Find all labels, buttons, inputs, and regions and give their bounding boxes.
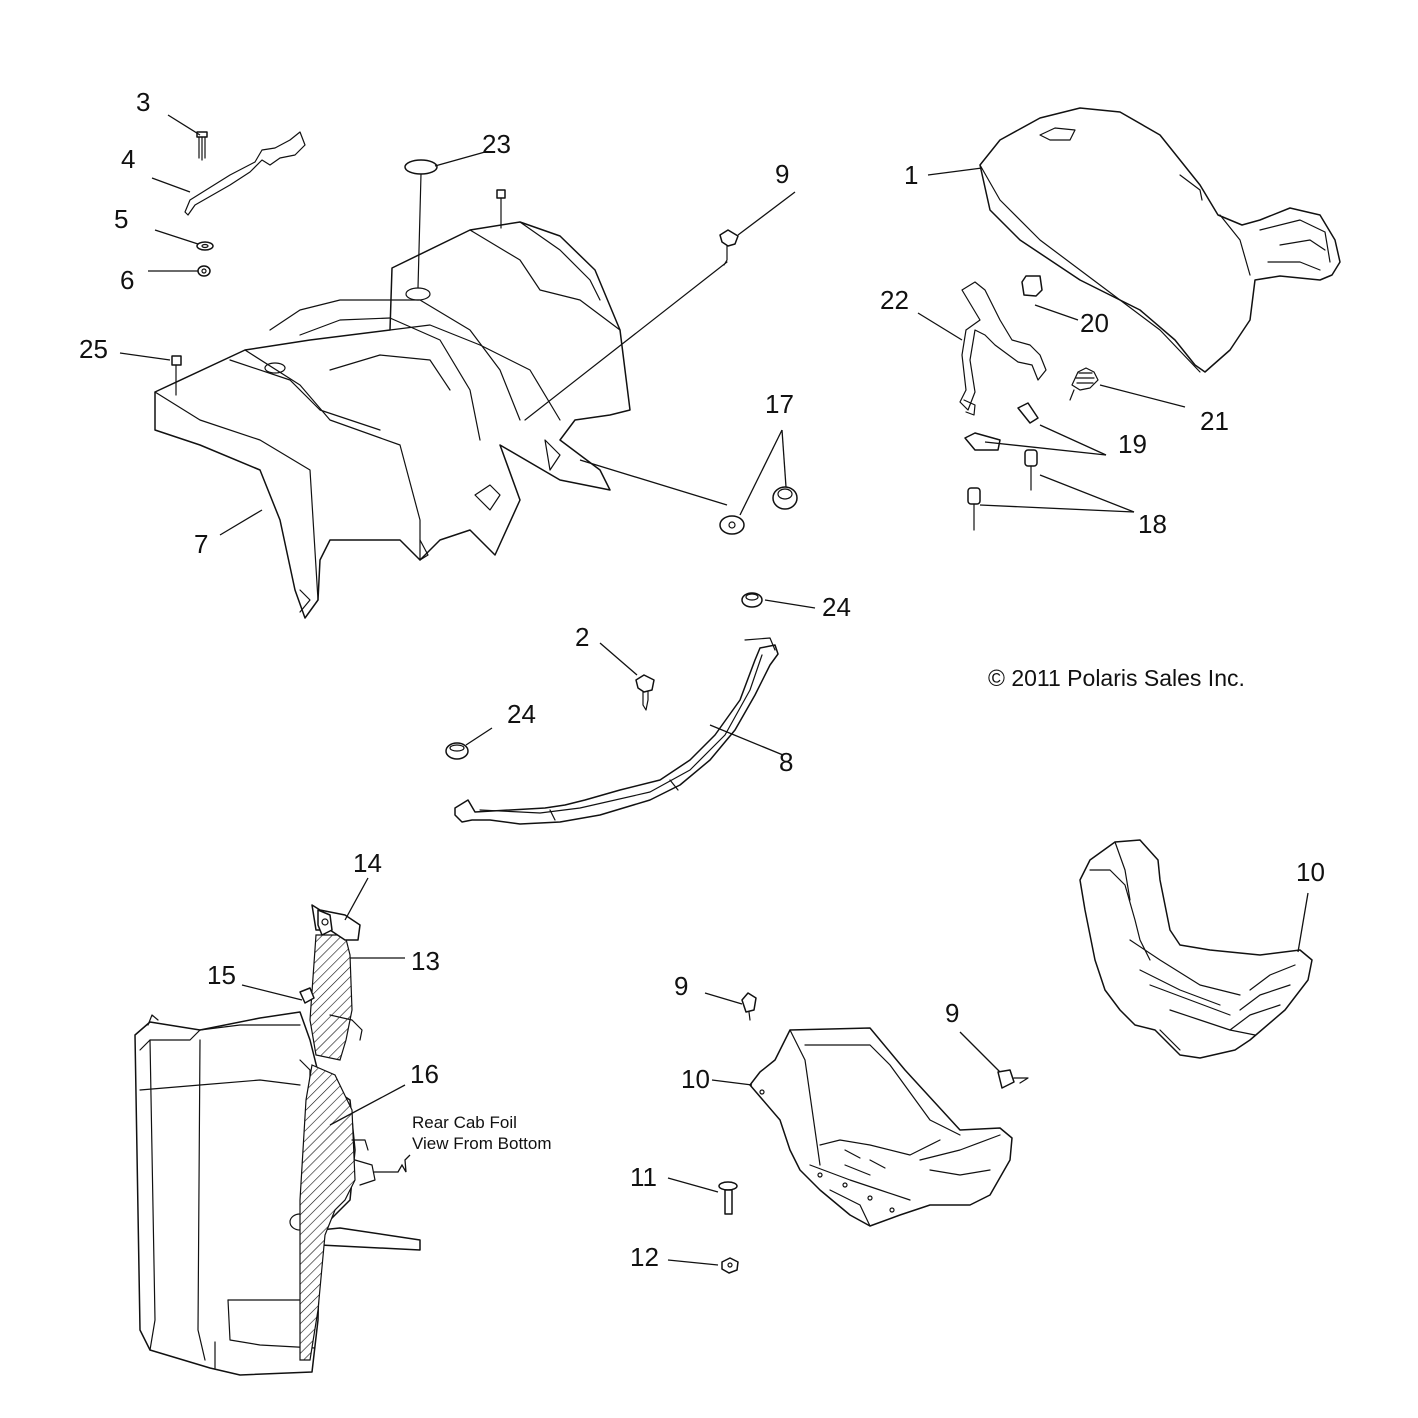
bracket-part-4 [184,131,306,216]
rivet-part-3 [196,131,208,161]
grommet-part-17 [719,486,798,535]
callout-7: 7 [194,529,208,559]
nut-part-6 [197,265,211,277]
callout-20: 20 [1080,308,1109,338]
callout-6: 6 [120,265,134,295]
seat-part-1 [979,107,1341,373]
clip-part-19 [964,402,1039,451]
foil-part-16 [299,1064,356,1361]
callout-3: 3 [136,87,150,117]
callout-1: 1 [904,160,918,190]
callout-2: 2 [575,622,589,652]
pin-part-18 [967,449,1038,531]
callout-21: 21 [1200,406,1229,436]
callout-14: 14 [353,848,382,878]
callout-labels: 3 4 5 6 25 7 23 9 17 1 20 22 21 19 18 24… [79,87,1325,1272]
plug-part-24-top [741,592,763,608]
callout-18: 18 [1138,509,1167,539]
callout-12: 12 [630,1242,659,1272]
callout-15: 15 [207,960,236,990]
hook-part-14 [317,909,333,936]
brace-part-8 [454,637,779,825]
bolt-part-2 [635,674,655,711]
footwell-part-10-right [1079,839,1313,1059]
copyright-text: © 2011 Polaris Sales Inc. [988,665,1245,691]
push-rivet-part-9-left [741,992,757,1021]
callout-11: 11 [630,1162,657,1192]
latch-part-22 [959,281,1047,416]
note-view-from-bottom: View From Bottom [412,1134,552,1153]
push-rivet-part-9-top [524,229,739,421]
footwell-part-10-center [749,1027,1013,1227]
callout-10-center: 10 [681,1064,710,1094]
leader-lines [119,114,1309,1266]
bumper-part-20 [1021,275,1043,297]
callout-24-left: 24 [507,699,536,729]
callout-9-bottom-left: 9 [674,971,688,1001]
callout-24-top: 24 [822,592,851,622]
nut-top-fender [496,189,506,229]
nut-part-25 [171,355,182,396]
rear-fender-part-7 [154,221,631,619]
plug-part-24-left [445,742,469,760]
callout-22: 22 [880,285,909,315]
callout-25: 25 [79,334,108,364]
callout-13: 13 [411,946,440,976]
callout-9-top: 9 [775,159,789,189]
push-rivet-part-9-right [997,1069,1029,1089]
callout-16: 16 [410,1059,439,1089]
clip-part-15 [299,987,315,1004]
callout-4: 4 [121,144,135,174]
callout-10-right: 10 [1296,857,1325,887]
callout-9-bottom-right: 9 [945,998,959,1028]
callout-19: 19 [1118,429,1147,459]
callout-17: 17 [765,389,794,419]
spring-part-21 [1069,367,1099,401]
callout-5: 5 [114,204,128,234]
note-rear-cab-foil: Rear Cab Foil [412,1113,517,1132]
callout-23: 23 [482,129,511,159]
callout-8: 8 [779,747,793,777]
cap-part-23 [404,159,438,289]
washer-part-5 [196,241,214,251]
rear-cab-part [134,1011,421,1376]
nut-part-12 [721,1257,739,1274]
rivet-part-11 [718,1181,738,1215]
